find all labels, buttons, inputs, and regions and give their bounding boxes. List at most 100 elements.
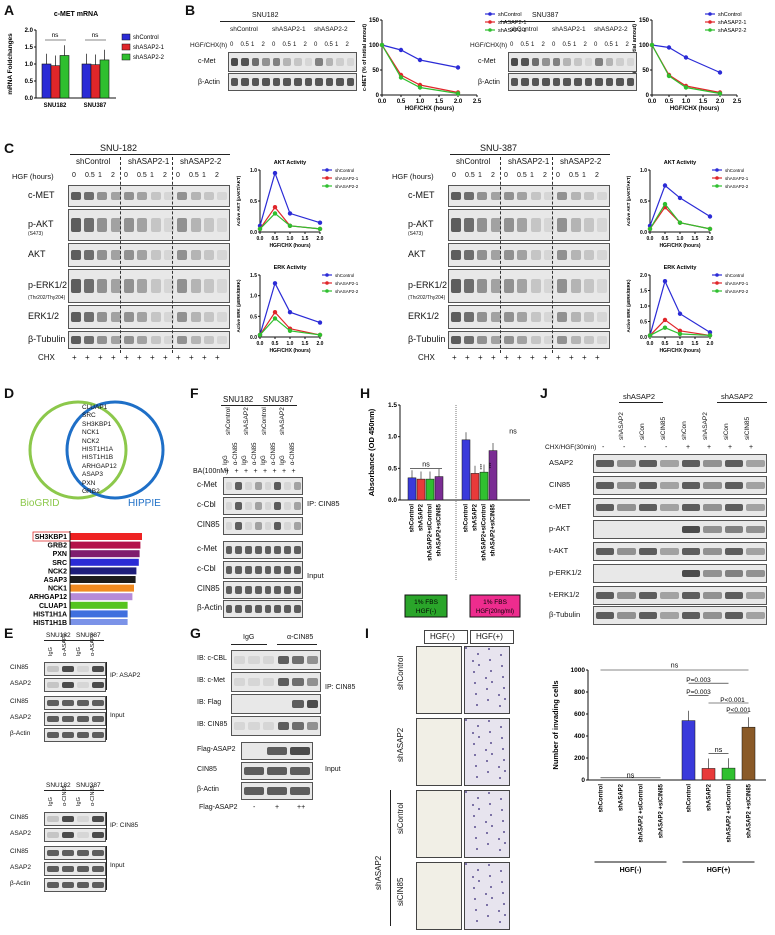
title-line — [500, 21, 635, 22]
y-tick-label: 1.0 — [250, 168, 257, 174]
band — [163, 312, 175, 322]
band — [638, 591, 657, 600]
cell-label: SNU387 — [76, 782, 101, 789]
series-line-0 — [649, 184, 711, 227]
data-point — [662, 317, 668, 323]
band — [746, 459, 765, 468]
x-tick-label: shASAP2 +siControl — [727, 784, 733, 843]
row-sublabel: (S473) — [408, 231, 424, 237]
cell-dot — [503, 687, 505, 689]
band — [83, 218, 95, 232]
data-point — [317, 226, 323, 232]
legend-label: shControl — [725, 168, 744, 173]
band — [595, 459, 614, 468]
time-tick: 2 — [345, 42, 349, 48]
band — [724, 481, 743, 490]
band — [552, 78, 561, 86]
band — [76, 716, 89, 722]
time-tick: 2 — [215, 172, 219, 179]
band — [346, 58, 355, 66]
band — [306, 656, 319, 664]
band — [450, 191, 461, 201]
band — [595, 611, 614, 620]
band — [292, 678, 304, 686]
band — [110, 312, 121, 322]
time-tick: 0 — [314, 42, 318, 48]
band — [521, 78, 529, 86]
x-tick-label: 2.5 — [473, 99, 482, 105]
category-label: SRC — [52, 560, 67, 567]
lane-label: IgG — [76, 647, 82, 656]
chart-title: AKT Activity — [274, 160, 307, 166]
band — [83, 278, 95, 294]
chx-val: + — [707, 444, 712, 451]
band — [97, 218, 108, 232]
cell-dot — [486, 688, 488, 690]
chx-plus: + — [176, 353, 181, 362]
hbar — [70, 619, 128, 625]
hbar — [70, 550, 140, 558]
category-label: HIST1H1A — [33, 611, 67, 618]
band — [225, 522, 233, 530]
data-point — [662, 201, 668, 207]
row-label: c-MET — [408, 190, 435, 200]
data-point — [287, 223, 293, 228]
group-box-1 — [404, 594, 448, 618]
band — [450, 218, 461, 232]
band — [557, 336, 568, 344]
bar — [416, 478, 426, 501]
band — [137, 336, 148, 344]
row-label: CIN85 — [197, 766, 217, 773]
bar — [488, 450, 498, 501]
band — [574, 78, 582, 86]
row-label: c-MET — [28, 190, 55, 200]
cell-dot — [472, 660, 474, 662]
band — [284, 586, 291, 594]
band — [76, 832, 89, 838]
row-label: CIN85 — [10, 848, 29, 855]
row-label: β-Actin — [197, 603, 223, 612]
data-point — [455, 65, 461, 70]
cell-dot — [473, 671, 475, 673]
time-tick: 1 — [251, 42, 255, 48]
band — [450, 278, 461, 294]
group-label: shControl — [456, 157, 491, 166]
x-axis-label: HGF/CHX (hours) — [269, 348, 310, 354]
group-label: shASAP2-2 — [180, 157, 222, 166]
band — [70, 218, 81, 232]
legend-marker — [488, 28, 492, 32]
band — [570, 278, 581, 294]
band — [617, 591, 636, 600]
legend-marker — [715, 273, 719, 277]
band — [241, 58, 249, 66]
stars: *** — [489, 462, 495, 468]
time-tick: 0 — [452, 172, 456, 179]
cell-dot — [478, 808, 480, 810]
legend-label: shASAP2-2 — [725, 184, 749, 189]
cell-dot — [475, 837, 477, 839]
band — [304, 78, 313, 86]
title-line — [450, 154, 610, 155]
band — [617, 481, 636, 490]
band — [346, 78, 355, 86]
band — [293, 605, 301, 613]
row-label: Flag-ASAP2 — [197, 746, 236, 753]
band — [597, 250, 608, 260]
band — [490, 191, 501, 201]
row-label: IB: CIN85 — [197, 721, 228, 728]
band — [294, 78, 302, 86]
band — [97, 250, 108, 260]
band — [597, 191, 608, 201]
row-label: ASAP2 — [549, 458, 574, 467]
band — [150, 312, 161, 322]
legend-marker — [708, 28, 712, 32]
cell-dot — [498, 910, 500, 912]
legend-marker — [325, 184, 329, 188]
band — [203, 250, 215, 260]
series-line-2 — [259, 212, 321, 230]
cell-dot — [489, 659, 491, 661]
band — [190, 218, 201, 232]
